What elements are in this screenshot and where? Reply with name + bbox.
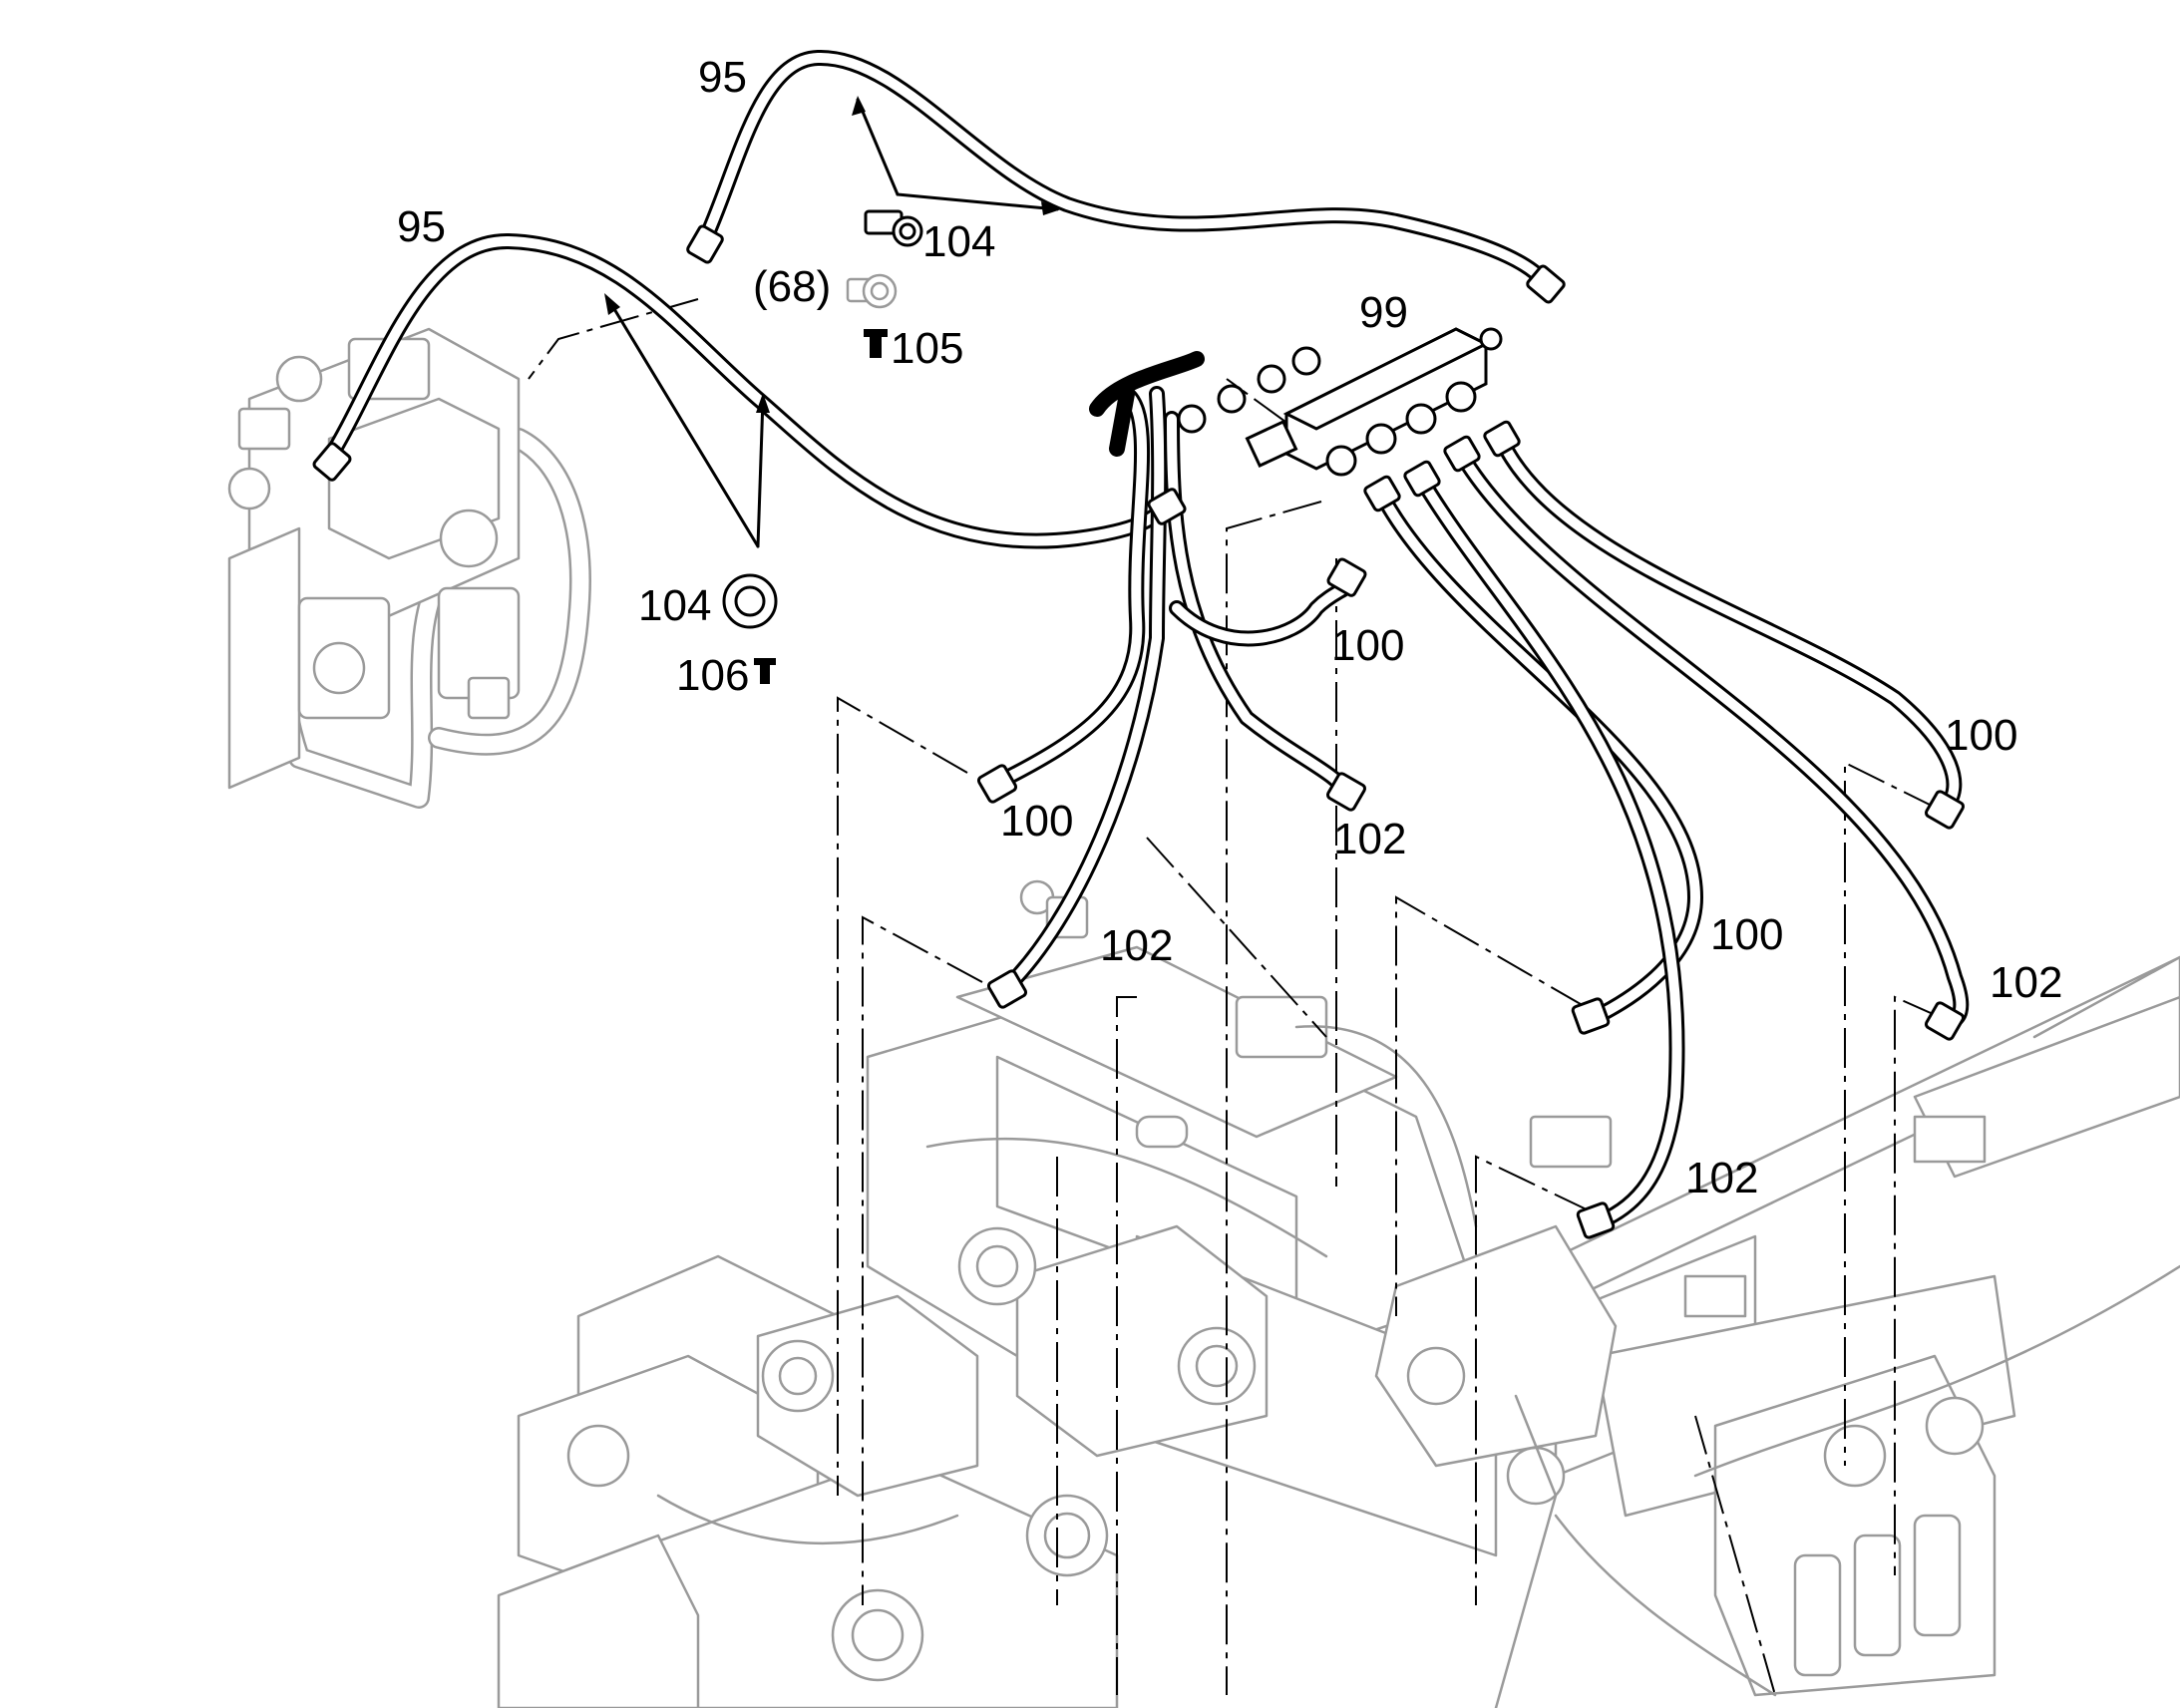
label-102-b: 102: [1100, 921, 1173, 970]
label-105: 105: [891, 324, 963, 373]
label-106: 106: [676, 651, 749, 700]
label-104-upper: 104: [922, 217, 995, 266]
leader-arrows: [604, 96, 1061, 548]
part-labels: 95 95 104 (68) 105 99 104 106 100 100 10…: [397, 53, 2062, 1202]
label-95-left: 95: [397, 202, 446, 251]
screw-106: [754, 658, 776, 684]
label-102-a: 102: [1333, 815, 1406, 863]
screw-105: [864, 329, 888, 358]
label-100-c: 100: [1000, 797, 1073, 846]
label-102-d: 102: [1685, 1154, 1758, 1202]
distribution-manifold: [1177, 327, 1503, 477]
label-104-lower: 104: [638, 581, 711, 630]
grey-valve-block-assembly: [227, 327, 591, 809]
phantom-connection-lines: [528, 298, 1941, 1696]
hose-95-upper: [695, 49, 1552, 289]
label-100-b: 100: [1945, 711, 2017, 760]
label-95-top: 95: [698, 53, 747, 102]
grey-main-machinery: [497, 879, 2180, 1708]
label-100-d: 100: [1710, 910, 1783, 959]
clamp-104-lower: [722, 573, 778, 629]
hoses-100-102-right-group: [1373, 431, 1970, 1229]
hose-fittings: [312, 224, 1966, 1239]
clamp-104-upper: [864, 209, 923, 247]
label-100-a: 100: [1331, 621, 1404, 670]
label-102-c: 102: [1990, 958, 2062, 1007]
hose-95-lower: [321, 232, 1175, 549]
label-99: 99: [1359, 288, 1408, 337]
label-68: (68): [753, 262, 831, 311]
clamp-68-grey: [846, 273, 898, 309]
